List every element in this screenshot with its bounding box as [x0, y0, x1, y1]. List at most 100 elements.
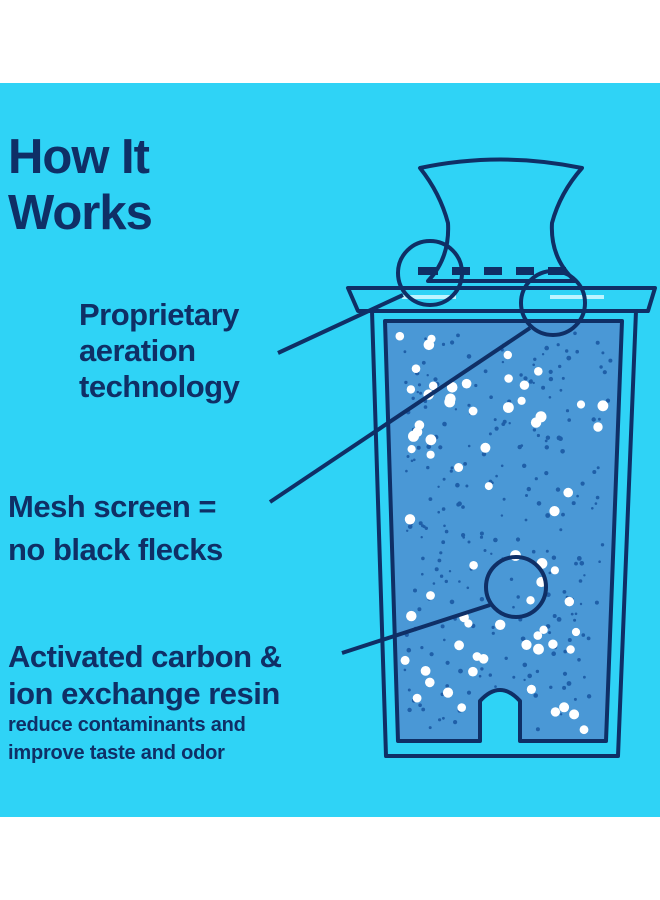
- carbon-granule: [419, 391, 423, 395]
- carbon-granule: [600, 543, 605, 547]
- carbon-granule: [439, 574, 444, 578]
- carbon-granule: [441, 540, 446, 545]
- resin-bead: [454, 640, 464, 651]
- carbon-granule: [421, 524, 425, 528]
- carbon-granule: [573, 618, 577, 622]
- carbon-granule: [428, 726, 432, 730]
- aeration-label: Proprietary aeration technology: [79, 297, 240, 404]
- resin-bead: [442, 687, 454, 698]
- carbon-granule: [458, 580, 461, 583]
- carbon-granule: [467, 540, 471, 544]
- resin-bead: [400, 655, 410, 665]
- resin-bead: [425, 677, 435, 688]
- carbon-granule: [424, 526, 428, 530]
- resin-bead: [406, 610, 417, 622]
- resin-bead: [395, 331, 405, 341]
- carbon-granule: [411, 396, 415, 400]
- resin-bead: [503, 402, 514, 413]
- carbon-granule: [565, 349, 569, 353]
- carbon-granule: [605, 398, 611, 403]
- carbon-granule: [457, 501, 462, 507]
- carbon-granule: [563, 649, 567, 654]
- resin-bead: [468, 406, 478, 416]
- resin-bead: [478, 654, 489, 664]
- leader-line-carbon: [341, 603, 491, 655]
- carbon-granule: [444, 579, 448, 584]
- filter-funnel-top: [418, 157, 584, 283]
- carbon-granule: [595, 340, 600, 345]
- carbon-granule: [491, 481, 494, 485]
- carbon-granule: [576, 556, 582, 561]
- carbon-granule: [418, 521, 423, 526]
- resin-bead: [461, 378, 472, 389]
- carbon-granule: [576, 494, 579, 498]
- carbon-granule: [535, 727, 540, 732]
- carbon-granule: [410, 459, 414, 463]
- mesh-screen-label: Mesh screen = no black flecks: [8, 489, 223, 567]
- carbon-granule: [406, 647, 412, 653]
- ion-exchange-beads: [395, 331, 609, 735]
- resin-bead: [503, 350, 512, 360]
- carbon-granule: [420, 536, 423, 539]
- carbon-granule: [491, 631, 495, 635]
- carbon-granule: [493, 537, 498, 543]
- resin-bead: [469, 561, 478, 570]
- resin-bead: [593, 422, 603, 432]
- carbon-granule: [544, 445, 549, 450]
- carbon-granule: [495, 474, 498, 478]
- carbon-granule: [403, 668, 407, 672]
- resin-bead: [484, 482, 493, 491]
- resin-bead: [519, 380, 530, 390]
- carbon-granule: [461, 505, 465, 509]
- carbon-granule: [421, 556, 425, 561]
- carbon-granule: [443, 423, 447, 427]
- resin-bead: [526, 596, 535, 605]
- carbon-granule: [428, 497, 433, 501]
- carbon-granule: [490, 552, 493, 555]
- carbon-granule: [577, 658, 581, 662]
- carbon-granule: [532, 381, 535, 385]
- carbon-granule: [599, 365, 603, 369]
- filter-diagram: [268, 157, 657, 758]
- carbon-granule: [438, 718, 442, 722]
- carbon-granule: [442, 477, 446, 481]
- carbon-granule: [426, 444, 432, 450]
- carbon-granule: [594, 502, 598, 505]
- carbon-granule: [581, 633, 586, 637]
- resin-bead: [504, 374, 513, 383]
- carbon-granule: [579, 602, 583, 606]
- carbon-granule: [562, 685, 567, 690]
- page-title: How It Works: [8, 130, 153, 240]
- resin-bead: [534, 367, 543, 376]
- carbon-granule: [461, 533, 466, 538]
- resin-bead: [521, 639, 532, 651]
- carbon-granule: [601, 351, 605, 355]
- resin-bead: [457, 703, 467, 712]
- carbon-granule: [533, 693, 538, 698]
- carbon-granule: [520, 444, 524, 447]
- carbon-granule: [520, 636, 526, 642]
- carbon-granule: [439, 551, 443, 555]
- carbon-granule: [481, 452, 487, 457]
- callout-circle-carbon: [484, 555, 548, 619]
- filter-cartridge: [346, 157, 657, 758]
- carbon-granule: [466, 690, 472, 695]
- carbon-granule: [443, 638, 446, 642]
- carbon-granule: [403, 350, 407, 354]
- callout-carbon: [341, 555, 548, 655]
- carbon-granule: [515, 537, 521, 542]
- resin-bead: [426, 450, 435, 459]
- carbon-granule: [573, 331, 577, 336]
- carbon-granule: [441, 507, 446, 511]
- carbon-granule: [467, 403, 471, 407]
- resin-bead: [407, 445, 416, 454]
- carbon-granule: [494, 685, 497, 688]
- carbon-granule: [418, 703, 422, 707]
- carbon-granule: [465, 484, 469, 488]
- carbon-granule: [445, 684, 450, 688]
- carbon-granule: [466, 354, 472, 359]
- carbon-granule: [508, 422, 511, 425]
- resin-bead: [559, 702, 570, 713]
- carbon-granule: [556, 343, 560, 347]
- resin-bead: [549, 506, 560, 517]
